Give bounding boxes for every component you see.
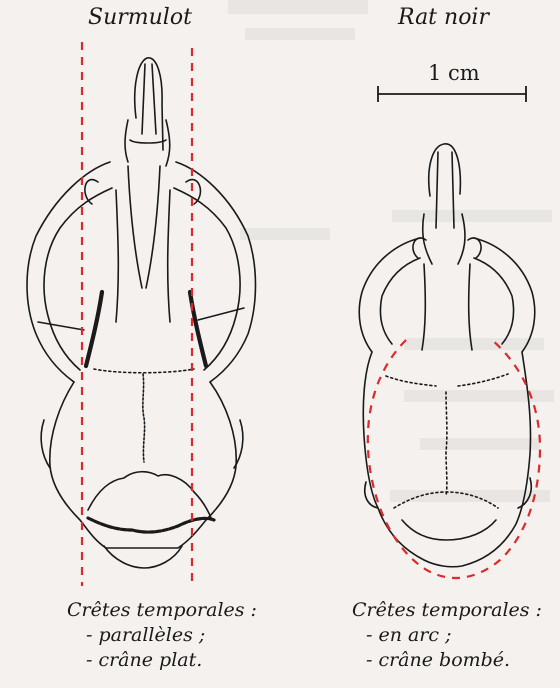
rat-noir-title: Rat noir: [398, 5, 489, 30]
surmulot-title: Surmulot: [88, 5, 192, 30]
rat-noir-caption: Crêtes temporales : - en arc ; - crâne b…: [352, 598, 542, 673]
rat-noir-caption-heading: Crêtes temporales :: [352, 598, 542, 623]
surmulot-caption: Crêtes temporales : - parallèles ; - crâ…: [67, 598, 257, 673]
rat-noir-caption-item-1: - en arc ;: [352, 623, 542, 648]
surmulot-caption-item-2: - crâne plat.: [67, 648, 257, 673]
surmulot-caption-heading: Crêtes temporales :: [67, 598, 257, 623]
scale-bar-label: 1 cm: [428, 61, 480, 85]
surmulot-caption-item-1: - parallèles ;: [67, 623, 257, 648]
rat-noir-caption-item-2: - crâne bombé.: [352, 648, 542, 673]
